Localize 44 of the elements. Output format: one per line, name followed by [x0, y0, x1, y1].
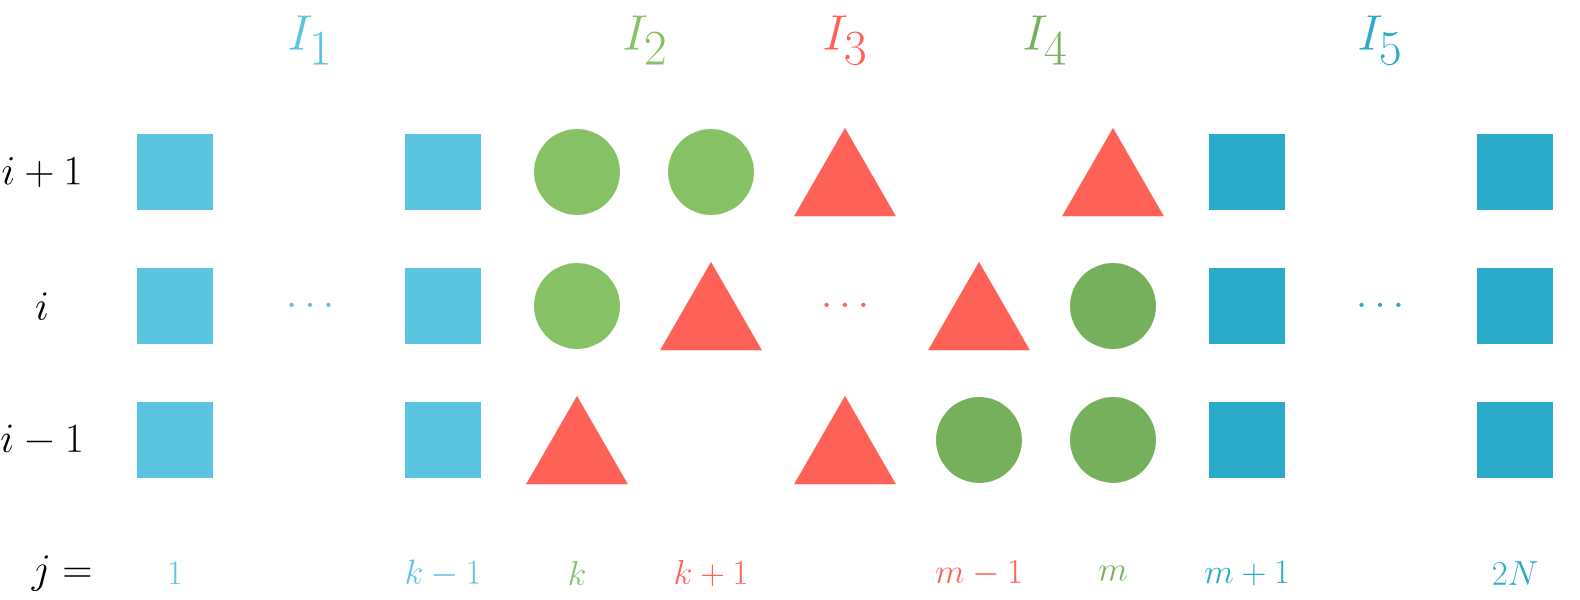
column-label: $k$	[569, 561, 585, 586]
square	[1477, 402, 1553, 478]
square	[405, 268, 481, 344]
interval-label: $I_2$	[624, 15, 665, 65]
square	[1477, 268, 1553, 344]
circle	[668, 129, 754, 215]
square	[405, 134, 481, 210]
triangle	[660, 261, 762, 351]
square	[137, 268, 213, 344]
row-label: $i-1$	[1, 424, 81, 453]
column-axis-label: $j =$	[31, 555, 91, 592]
triangle	[526, 395, 628, 485]
triangle	[794, 127, 896, 217]
triangle	[1062, 127, 1164, 217]
interval-label: $I_3$	[824, 15, 865, 66]
interval-label: $I_5$	[1359, 15, 1400, 66]
column-label: $m+1$	[1205, 560, 1288, 586]
square	[405, 402, 481, 478]
column-label: $m-1$	[936, 559, 1021, 584]
square	[137, 134, 213, 210]
column-label: $k+1$	[675, 559, 746, 587]
square	[1209, 268, 1285, 344]
circle	[1070, 263, 1156, 349]
ellipsis: $\cdots$	[289, 302, 331, 308]
column-label: $1$	[170, 561, 181, 585]
row-label: $i+1$	[2, 156, 80, 187]
square	[1209, 402, 1285, 478]
column-label: $m$	[1099, 565, 1127, 581]
circle	[936, 397, 1022, 483]
ellipsis: $\cdots$	[1359, 302, 1401, 308]
circle	[534, 263, 620, 349]
circle	[534, 129, 620, 215]
square	[1477, 134, 1553, 210]
triangle	[928, 261, 1030, 351]
triangle	[794, 395, 896, 485]
ellipsis: $\cdots$	[824, 302, 866, 308]
square	[137, 402, 213, 478]
square	[1209, 134, 1285, 210]
interval-label: $I_1$	[289, 15, 328, 65]
row-label: $i$	[36, 292, 47, 320]
column-label: $2N$	[1493, 561, 1538, 585]
circle	[1070, 397, 1156, 483]
interval-label: $I_4$	[1024, 15, 1066, 65]
column-label: $k-1$	[406, 559, 479, 584]
